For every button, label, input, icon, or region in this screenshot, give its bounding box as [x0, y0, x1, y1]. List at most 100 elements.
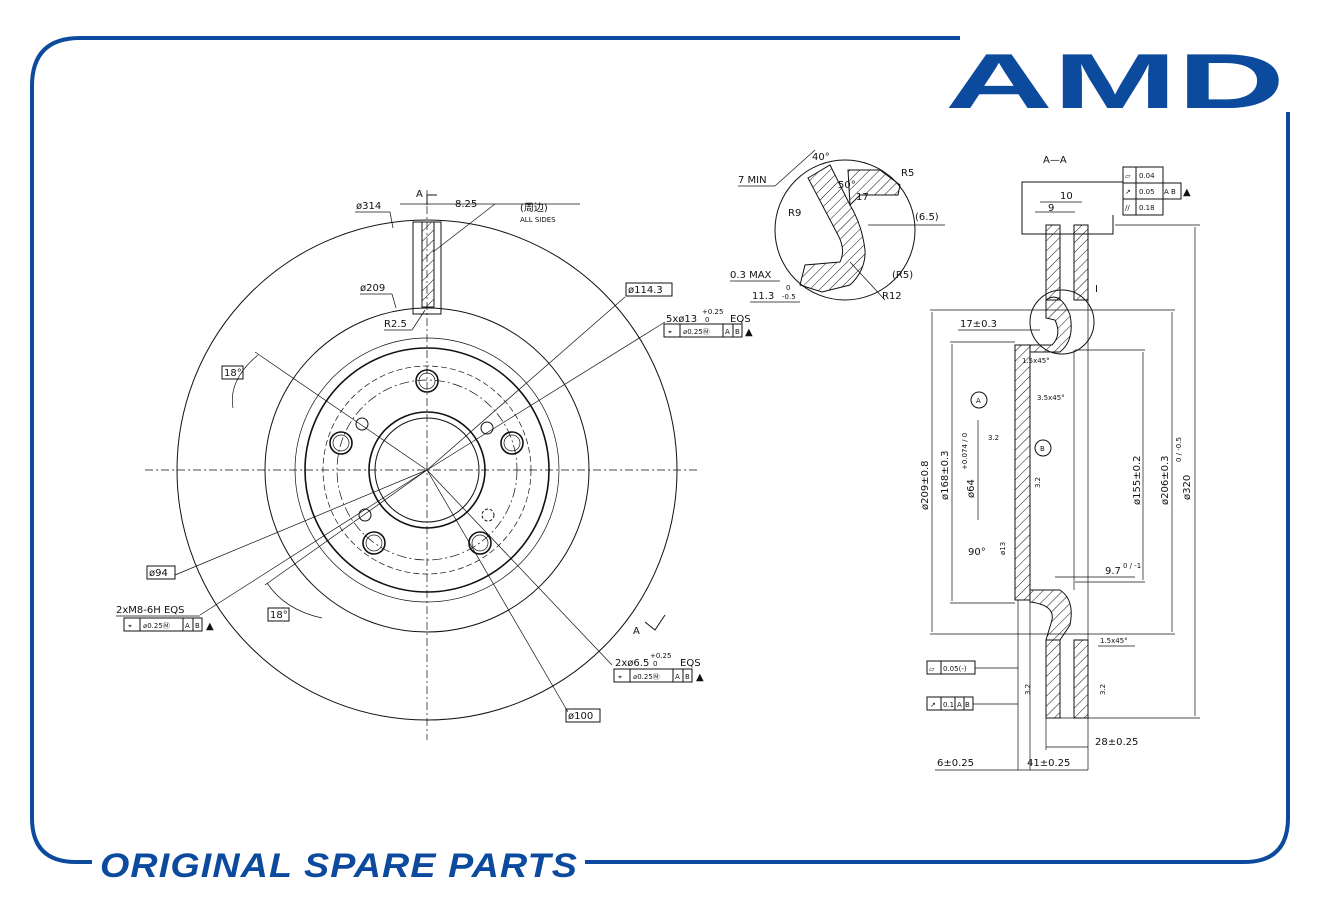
front-view-thread-holes-fcf-1-label: ⌀0.25Ⓜ — [143, 622, 170, 630]
section-view-rough-32a-label: 3.2 — [988, 434, 999, 442]
front-view-pin-holes-eqs-label: EQS — [680, 658, 701, 669]
front-view: A 8.25 ø314 (周边) ALL SIDES ø209 R2.5 ø11… — [116, 189, 753, 740]
detail-view-max-03-label: 0.3 MAX — [730, 270, 772, 281]
section-view-dia-209-label: ø209±0.8 — [920, 461, 931, 511]
sheet-frame — [30, 36, 1290, 864]
detail-view-angle-40-label: 40° — [812, 152, 830, 163]
detail-view: 7 MIN 40° 50° R5 17 R9 (6.5) 0.3 MAX (R5… — [730, 149, 945, 303]
front-view-pin-holes-fcf-2-label: A — [675, 673, 680, 681]
section-view-dia-64-tol-label: +0.074 / 0 — [961, 433, 969, 470]
section-view-fcf-rows-1-val-label: 0.05 — [1139, 188, 1155, 196]
front-view-thread-holes-label: 2xM8-6H EQS — [116, 605, 184, 616]
section-view-dim-9-label: 9 — [1048, 203, 1054, 214]
section-view-dia-206-label: ø206±0.3 — [1160, 456, 1171, 506]
front-view-bolt-holes-label: 5xø13 — [666, 314, 697, 325]
front-view-bolt-holes-tol-upper-label: +0.25 — [702, 308, 723, 316]
detail-view-dim-113-label: 11.3 — [752, 291, 774, 302]
section-view-chamfer-15b-label: 1.5x45° — [1100, 637, 1128, 645]
section-view-dim-17-label: 17±0.3 — [960, 319, 997, 330]
front-view-critical-mark-label: ▲ — [1183, 187, 1191, 198]
section-view-chamfer-15a-label: 1.5x45° — [1022, 357, 1050, 365]
fcf-section-top: ⏥ 0.04 ↗ 0.05 A B // 0.18 ▲ — [1122, 166, 1191, 216]
detail-view-dim-65-label: (6.5) — [915, 212, 939, 223]
section-view-dim-97-label: 9.7 — [1105, 566, 1121, 577]
section-view-dim-6-label: 6±0.25 — [937, 758, 974, 769]
section-view-flatness-fcf-1-label: 0.05(-) — [943, 665, 967, 673]
detail-view-angle-50-label: 50° — [838, 180, 856, 191]
front-view-thread-holes-fcf-3-label: B — [195, 622, 200, 630]
section-view-fcf-rows-2-val-label: 0.18 — [1139, 204, 1155, 212]
detail-view-r9-label: R9 — [788, 208, 801, 219]
front-view-angle-top-label: 18° — [224, 368, 242, 379]
front-view-thread-holes-fcf-2-label: A — [185, 622, 190, 630]
front-view-pin-holes-fcf-3-label: B — [685, 673, 690, 681]
front-view-pin-holes-fcf-1-label: ⌀0.25Ⓜ — [633, 673, 660, 681]
section-view-fcf-rows-0-sym-label: ⏥ — [1125, 172, 1131, 180]
detail-view-r5-label: R5 — [901, 168, 914, 179]
section-view-rough-32c-label: 3.2 — [1024, 684, 1032, 695]
section-view-rough-32b-label: 3.2 — [1034, 477, 1042, 488]
section-view-flatness-fcf-0-label: ⏥ — [929, 665, 935, 673]
front-view-bolt-holes-eqs-label: EQS — [730, 314, 751, 325]
section-view-chamfer-35-label: 3.5x45° — [1037, 394, 1065, 402]
small-holes — [355, 417, 495, 522]
front-view-bolt-holes-tol-lower-label: 0 — [705, 316, 709, 324]
front-view-dia-outer-label: ø314 — [356, 201, 381, 212]
bolt-holes — [329, 369, 524, 555]
section-view-runout-fcf-2-label: A — [957, 701, 962, 709]
front-view-bolt-holes-fcf-2-label: A — [725, 328, 730, 336]
front-view-critical-mark-label: ▲ — [745, 327, 753, 338]
front-view-pin-holes-tol-upper-label: +0.25 — [650, 652, 671, 660]
detail-view-dim-113-upper-label: 0 — [786, 284, 790, 292]
section-view: A—A ⏥ 0.04 ↗ 0.05 A B // 0.18 ▲ 10 9 I — [920, 155, 1200, 771]
fcf-pin-holes: ⌖ ⌀0.25Ⓜ A B ▲ — [613, 668, 704, 683]
front-view-dia-94-label: ø94 — [149, 568, 168, 579]
front-view-dia-1143-label: ø114.3 — [628, 285, 663, 296]
front-view-bolt-holes-fcf-3-label: B — [735, 328, 740, 336]
brand-tagline: ORIGINAL SPARE PARTS — [100, 847, 578, 885]
detail-view-r12-label: R12 — [882, 291, 902, 302]
section-view-dia-320-label: ø320 — [1182, 475, 1193, 500]
front-view-finish-note-label: ALL SIDES — [520, 216, 556, 224]
front-view-radius-r25-label: R2.5 — [384, 319, 407, 330]
front-view-dia-209-label: ø209 — [360, 283, 385, 294]
outer-circle — [176, 219, 678, 721]
front-view-bolt-holes-fcf-0-label: ⌖ — [668, 328, 672, 336]
front-view-critical-mark-label: ▲ — [206, 621, 214, 632]
section-view-dim-41-label: 41±0.25 — [1027, 758, 1070, 769]
section-view-datum-b-label: B — [1040, 445, 1045, 453]
section-view-dim-10-label: 10 — [1060, 191, 1073, 202]
front-view-section-mark-top-label: A — [416, 189, 423, 200]
section-view-fcf-rows-2-sym-label: // — [1125, 204, 1130, 212]
brand-logo-label: AMD — [945, 37, 1285, 125]
section-view-fcf-rows-1-sym-label: ↗ — [1125, 188, 1131, 196]
section-view-datum-a-label: A — [976, 397, 981, 405]
brand-logo: AMD — [945, 37, 1285, 125]
section-view-dia-64-label: ø64 — [966, 479, 977, 498]
section-view-dim-28-label: 28±0.25 — [1095, 737, 1138, 748]
front-view-pin-holes-tol-lower-label: 0 — [653, 660, 657, 668]
front-view-finish-note-cn-label: (周边) — [520, 202, 548, 214]
fcf-bolt-holes: ⌖ ⌀0.25Ⓜ A B ▲ — [663, 323, 753, 338]
section-view-runout-fcf-1-label: 0.1 — [943, 701, 954, 709]
section-view-detail-ref-label: I — [1095, 284, 1098, 295]
front-view-pin-holes-fcf-0-label: ⌖ — [618, 673, 622, 681]
section-view-dia-320-tol-label: 0 / -0.5 — [1175, 437, 1183, 462]
fcf-thread-holes: ⌖ ⌀0.25Ⓜ A B ▲ — [123, 617, 214, 632]
section-view-fcf-rows-1-ref-label: A B — [1164, 188, 1176, 196]
detail-view-r5-ref-label: (R5) — [892, 270, 913, 281]
section-view-rough-32d-label: 3.2 — [1099, 684, 1107, 695]
detail-view-dim-17-label: 17 — [856, 192, 869, 203]
section-view-dia-13-label: ø13 — [999, 542, 1007, 555]
section-view-dim-97-tol-label: 0 / -1 — [1123, 562, 1141, 570]
front-view-thread-holes-fcf-0-label: ⌖ — [128, 622, 132, 630]
section-view-angle-90-label: 90° — [968, 547, 986, 558]
fcf-runout: ↗ 0.1 A B — [926, 696, 1018, 711]
front-view-pin-holes-label: 2xø6.5 — [615, 658, 649, 669]
section-view-runout-fcf-0-label: ↗ — [930, 701, 936, 709]
detail-view-dim-113-lower-label: -0.5 — [782, 293, 796, 301]
fcf-flatness: ⏥ 0.05(-) — [926, 660, 1018, 675]
section-view-dia-168-label: ø168±0.3 — [940, 451, 951, 501]
front-view-dia-100-label: ø100 — [568, 711, 593, 722]
